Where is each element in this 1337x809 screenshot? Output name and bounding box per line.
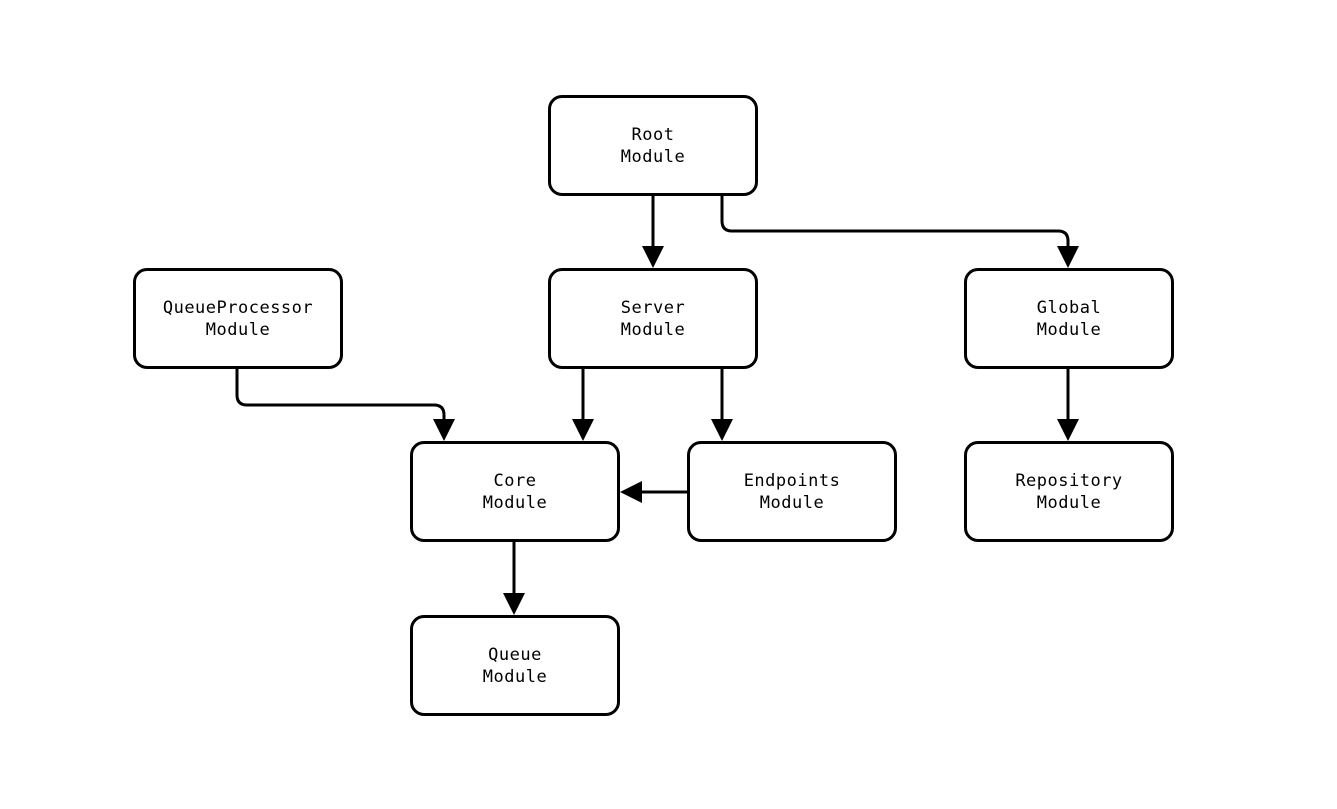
edge-root-global [720,196,1079,268]
edge-arrowhead [433,419,455,441]
edge-queueprocessor-core [235,369,455,441]
node-label-line1: Server [620,297,686,318]
edge-arrowhead [572,419,594,441]
edge-arrowhead [503,593,525,615]
node-label-line2: Module [620,319,686,340]
node-core-module[interactable]: Core Module [410,441,620,542]
node-label-line2: Module [482,492,548,513]
node-label-line2: Module [1036,319,1102,340]
edge-endpoints-core [620,481,687,503]
node-label-line1: Global [1036,297,1102,318]
node-label-line2: Module [1036,492,1102,513]
node-endpoints-module[interactable]: Endpoints Module [687,441,897,542]
node-label-line2: Module [482,666,548,687]
node-label-line1: Core [493,470,537,491]
node-label-line2: Module [205,319,271,340]
node-label-line1: Root [631,124,675,145]
edge-root-server [642,196,664,268]
node-label-line2: Module [620,146,686,167]
node-label-line1: QueueProcessor [162,297,314,318]
edge-arrowhead [620,481,642,503]
edge-arrowhead [1057,419,1079,441]
edge-global-repository [1057,369,1079,441]
node-root-module[interactable]: Root Module [548,95,758,196]
edge-arrowhead [1057,246,1079,268]
edge-server-core [572,369,594,441]
edge-line [235,369,446,419]
node-queue-module[interactable]: Queue Module [410,615,620,716]
node-label-line1: Queue [488,644,542,665]
edge-line [720,196,1070,246]
node-server-module[interactable]: Server Module [548,268,758,369]
node-label-line2: Module [759,492,825,513]
node-queueprocessor-module[interactable]: QueueProcessor Module [133,268,343,369]
edge-core-queue [503,542,525,615]
node-global-module[interactable]: Global Module [964,268,1174,369]
edge-arrowhead [711,419,733,441]
node-label-line1: Repository [1015,470,1123,491]
edge-arrowhead [642,246,664,268]
node-label-line1: Endpoints [743,470,841,491]
node-repository-module[interactable]: Repository Module [964,441,1174,542]
edge-server-endpoints [711,369,733,441]
